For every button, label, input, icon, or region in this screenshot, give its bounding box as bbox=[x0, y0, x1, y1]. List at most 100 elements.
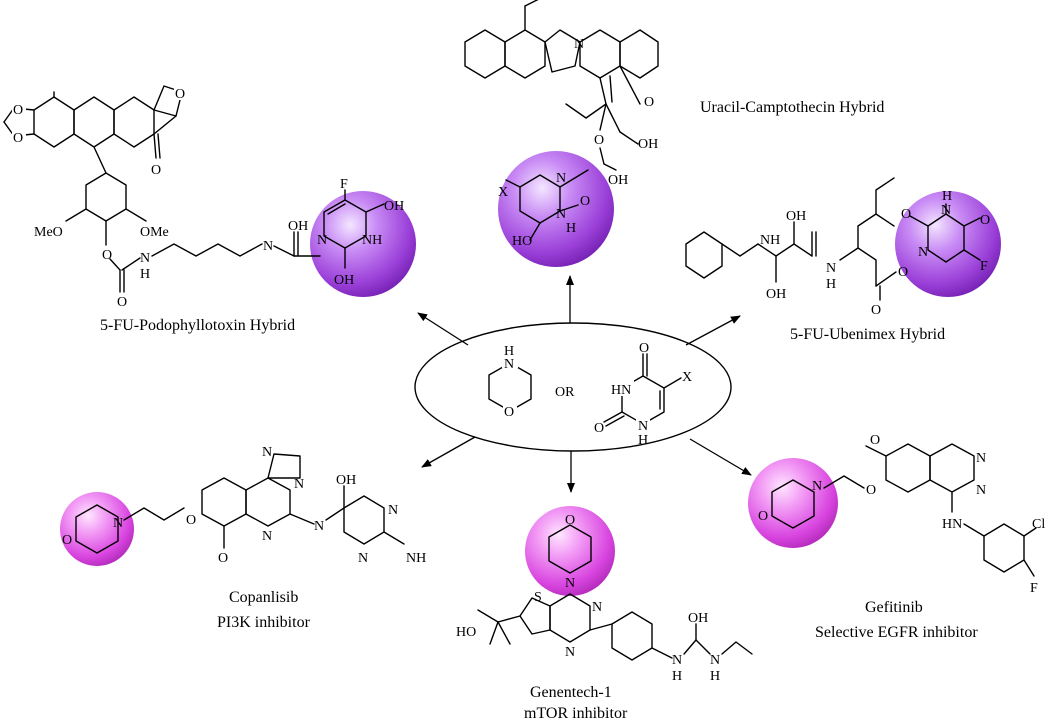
uracil-sphere-ubenimex bbox=[895, 191, 1001, 297]
ubenimex-n-uracil1: N bbox=[941, 203, 951, 218]
compound-camptothecin: N O OH O OH X N N H O HO Uracil-Camptoth… bbox=[464, 0, 884, 267]
genentech-n-morph: N bbox=[565, 576, 575, 591]
genentech-o-morph: O bbox=[565, 513, 575, 528]
podophyllotoxin-o-ring1: O bbox=[13, 103, 23, 118]
compound-gefitinib: O N O O N N HN Cl F Gefitinib Selective … bbox=[748, 433, 1045, 641]
gefitinib-o-methoxy: O bbox=[870, 433, 880, 448]
ubenimex-o-uracil2: O bbox=[980, 213, 990, 228]
compound-genentech: O N S N N HO N H OH N H Genentech-1 mTOR… bbox=[456, 506, 753, 722]
center-uracil-hn: HN bbox=[611, 383, 631, 398]
ubenimex-o-carbonyl: O bbox=[871, 303, 881, 318]
genentech-ho: HO bbox=[456, 625, 476, 640]
arrow-to-copanlisib bbox=[421, 436, 476, 468]
subcaption-genentech: mTOR inhibitor bbox=[524, 705, 628, 722]
ubenimex-o-ester: O bbox=[898, 265, 908, 280]
copanlisib-n-quin: N bbox=[262, 529, 272, 544]
genentech-n2: N bbox=[565, 645, 575, 660]
podophyllotoxin-n-uracil: N bbox=[317, 233, 327, 248]
camptothecin-n2: N bbox=[556, 207, 566, 222]
podophyllotoxin-nh-uracil: NH bbox=[362, 233, 382, 248]
caption-gefitinib: Gefitinib bbox=[865, 599, 923, 616]
center-morpholine-o: O bbox=[504, 405, 514, 420]
caption-genentech: Genentech-1 bbox=[530, 684, 612, 701]
center-core: H N O OR O HN X O N H bbox=[414, 322, 732, 452]
podophyllotoxin-oh-uracil2: OH bbox=[334, 273, 354, 288]
podophyllotoxin-o-lactone: O bbox=[175, 87, 185, 102]
ubenimex-n-amide: N bbox=[826, 261, 836, 276]
camptothecin-o-ring: O bbox=[644, 95, 654, 110]
center-uracil-n-h: H bbox=[638, 433, 648, 448]
caption-ubenimex: 5-FU-Ubenimex Hybrid bbox=[790, 326, 945, 343]
camptothecin-o-ester: O bbox=[594, 133, 604, 148]
ubenimex-f: F bbox=[980, 259, 988, 274]
caption-camptothecin: Uracil-Camptothecin Hybrid bbox=[700, 99, 884, 116]
ubenimex-oh1: OH bbox=[786, 209, 806, 224]
podophyllotoxin-f: F bbox=[340, 177, 348, 192]
camptothecin-o-top: O bbox=[580, 194, 590, 209]
ubenimex-h: H bbox=[826, 277, 836, 292]
copanlisib-nh: NH bbox=[406, 551, 426, 566]
ubenimex-o-uracil1: O bbox=[901, 207, 911, 222]
arrows bbox=[417, 275, 752, 493]
copanlisib-n-im2: N bbox=[294, 477, 304, 492]
genentech-n-urea1: N bbox=[672, 653, 682, 668]
podophyllotoxin-oh-uracil1: OH bbox=[384, 199, 404, 214]
morpholine-sphere-copanlisib bbox=[60, 492, 134, 566]
gefitinib-o-ether: O bbox=[866, 483, 876, 498]
copanlisib-n-morph: N bbox=[113, 516, 123, 531]
copanlisib-oh: OH bbox=[336, 473, 356, 488]
copanlisib-n-amide: N bbox=[314, 519, 324, 534]
copanlisib-n-pyr1: N bbox=[388, 503, 398, 518]
center-uracil-o-bottom: O bbox=[594, 421, 604, 436]
gefitinib-n-morph: N bbox=[812, 479, 822, 494]
caption-podophyllotoxin: 5-FU-Podophyllotoxin Hybrid bbox=[100, 317, 295, 334]
center-uracil-x: X bbox=[682, 370, 692, 385]
ubenimex-h-uracil: H bbox=[942, 189, 952, 204]
center-uracil-o-top: O bbox=[639, 341, 649, 356]
camptothecin-x: X bbox=[498, 185, 508, 200]
center-uracil-n: N bbox=[638, 419, 648, 434]
center-uracil: O HN X O N H bbox=[594, 341, 692, 448]
morpholine-sphere-gefitinib bbox=[748, 458, 838, 548]
morpholine-sphere-genentech bbox=[525, 506, 615, 596]
camptothecin-n1: N bbox=[556, 171, 566, 186]
podophyllotoxin-h: H bbox=[140, 267, 150, 282]
copanlisib-o-methoxy: O bbox=[218, 551, 228, 566]
camptothecin-h: H bbox=[566, 221, 576, 236]
arrow-to-gefitinib bbox=[689, 438, 752, 476]
podophyllotoxin-oh: OH bbox=[288, 219, 308, 234]
genentech-s: S bbox=[534, 590, 542, 605]
copanlisib-n-pyr2: N bbox=[358, 551, 368, 566]
uracil-sphere-camptothecin bbox=[498, 151, 614, 267]
copanlisib-n-im1: N bbox=[262, 445, 272, 460]
center-ellipse bbox=[414, 322, 732, 452]
center-morpholine-nh-h: H bbox=[504, 344, 514, 359]
camptothecin-oh-acid: OH bbox=[608, 173, 628, 188]
podophyllotoxin-o-carbonyl: O bbox=[151, 163, 161, 178]
genentech-n1: N bbox=[592, 600, 602, 615]
gefitinib-hn: HN bbox=[942, 517, 962, 532]
compound-podophyllotoxin: O O O O MeO OMe O O N H N OH F OH bbox=[3, 84, 416, 334]
caption-copanlisib: Copanlisib bbox=[229, 589, 298, 606]
podophyllotoxin-nh: N bbox=[140, 251, 150, 266]
camptothecin-oh-bottom: HO bbox=[512, 234, 532, 249]
podophyllotoxin-n-amide: N bbox=[263, 239, 273, 254]
ubenimex-nh: NH bbox=[760, 233, 780, 248]
copanlisib-o-morph: O bbox=[62, 533, 72, 548]
arrow-to-podophyllotoxin bbox=[417, 312, 469, 346]
camptothecin-n-ring: N bbox=[574, 37, 584, 52]
gefitinib-n2: N bbox=[976, 483, 986, 498]
genentech-oh: OH bbox=[688, 611, 708, 626]
genentech-h2: H bbox=[710, 669, 720, 684]
podophyllotoxin-ome-left: MeO bbox=[34, 225, 63, 240]
ubenimex-oh2: OH bbox=[766, 287, 786, 302]
podophyllotoxin-ome-right: OMe bbox=[140, 225, 169, 240]
compound-copanlisib: N O O O N N N N OH N N NH Copanlisib PI3… bbox=[60, 445, 426, 631]
subcaption-gefitinib: Selective EGFR inhibitor bbox=[815, 624, 978, 641]
podophyllotoxin-o-ester: O bbox=[102, 248, 112, 263]
compound-ubenimex: NH OH OH N H O O H N O O N F 5-FU-Ubenim… bbox=[685, 177, 1001, 343]
gefitinib-cl: Cl bbox=[1032, 517, 1045, 532]
gefitinib-o-morph: O bbox=[758, 509, 768, 524]
uracil-sphere-podophyllotoxin bbox=[310, 191, 416, 297]
camptothecin-oh: OH bbox=[638, 137, 658, 152]
